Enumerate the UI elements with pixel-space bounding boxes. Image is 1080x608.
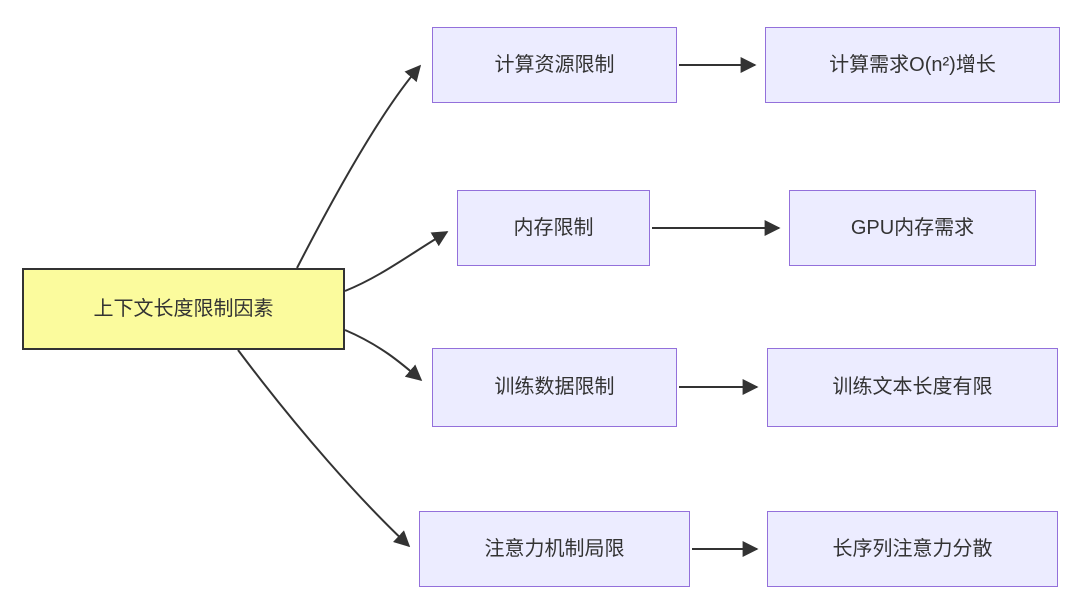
node-attention-scatter: 长序列注意力分散 [767,511,1058,587]
node-gpu-memory-label: GPU内存需求 [850,216,975,239]
node-memory-limit-label: 内存限制 [513,216,594,239]
node-root-label: 上下文长度限制因素 [93,297,274,320]
node-compute-growth: 计算需求O(n²)增长 [765,27,1060,103]
node-root: 上下文长度限制因素 [22,268,345,350]
node-training-text-length: 训练文本长度有限 [767,348,1058,427]
node-memory-limit: 内存限制 [457,190,650,266]
node-attention-limit-label: 注意力机制局限 [484,537,625,560]
node-training-text-length-label: 训练文本长度有限 [832,376,993,398]
edge-root-to-attention [237,349,411,548]
node-training-data-limit-label: 训练数据限制 [494,376,615,398]
node-gpu-memory: GPU内存需求 [789,190,1036,266]
edge-root-to-memory [344,231,449,292]
node-training-data-limit: 训练数据限制 [432,348,677,427]
edge-root-to-compute [296,64,422,269]
edge-root-to-training [344,329,423,382]
node-compute-limit-label: 计算资源限制 [494,53,615,76]
node-compute-growth-label: 计算需求O(n²)增长 [829,53,996,76]
node-attention-scatter-label: 长序列注意力分散 [832,537,993,560]
node-attention-limit: 注意力机制局限 [419,511,690,587]
node-compute-limit: 计算资源限制 [432,27,677,103]
